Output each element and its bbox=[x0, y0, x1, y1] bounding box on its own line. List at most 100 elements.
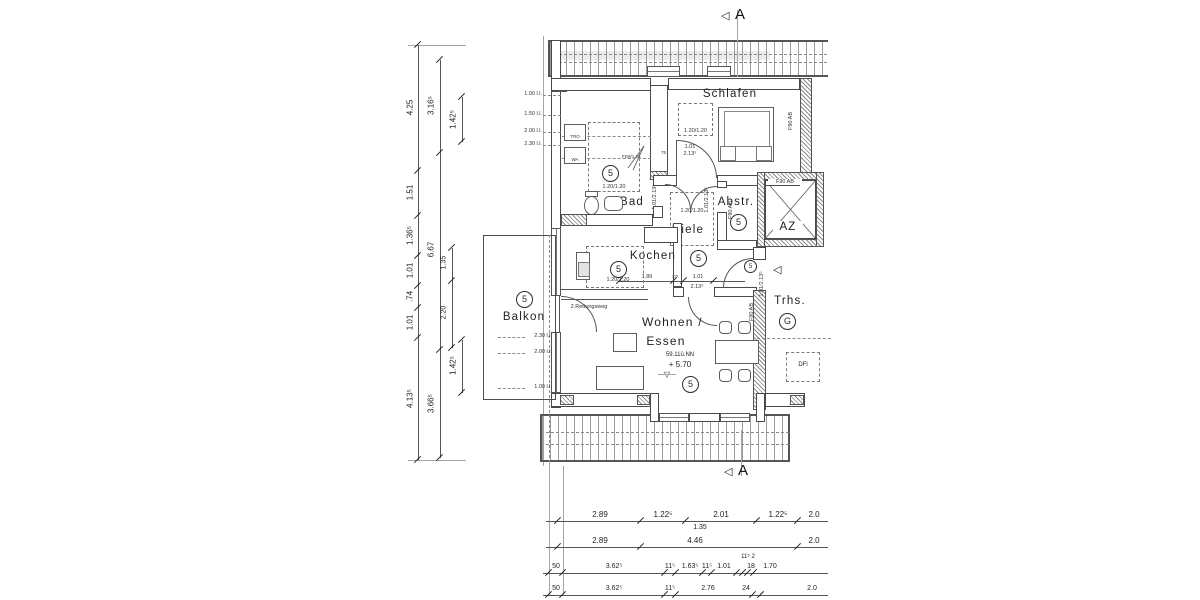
entry-direction-triangle-icon: ◁ bbox=[773, 264, 782, 276]
interior-dim-line bbox=[618, 281, 745, 282]
roof-dash-line bbox=[546, 444, 789, 445]
ext-line bbox=[563, 466, 564, 596]
floor-drain-label: FD9/1.35 bbox=[622, 154, 641, 159]
height-line-left-4: 2.30 l.l. bbox=[524, 141, 542, 147]
unit-number-circle-entry: 5 bbox=[744, 260, 757, 273]
fridge bbox=[576, 252, 590, 280]
room-label-balkon: Balkon bbox=[502, 311, 546, 323]
unit-number-circle-bad: 5 bbox=[602, 165, 619, 182]
height-line-balkon-3: 1.00 l.l. bbox=[534, 384, 552, 390]
roof-dash-line bbox=[546, 432, 789, 433]
height-line-balkon-2: 2.00 l.l. bbox=[534, 349, 552, 355]
couch bbox=[596, 366, 644, 390]
toilet bbox=[584, 196, 599, 215]
window-top-1 bbox=[647, 66, 680, 77]
scan-smudge bbox=[560, 51, 770, 60]
wohnen-door-width: 1.01 bbox=[692, 274, 704, 280]
wall-diele-south-right bbox=[714, 287, 757, 297]
dim-label: 18 bbox=[747, 563, 755, 570]
dim-label: 50 bbox=[552, 585, 560, 592]
window-glass-line bbox=[721, 417, 749, 419]
skylight-diele bbox=[670, 192, 714, 246]
dim-label: 2.0 bbox=[808, 536, 820, 545]
dim-chain-3-line-top bbox=[462, 97, 463, 142]
dim-label: 11⁵ bbox=[701, 563, 713, 570]
nightstand-right bbox=[756, 146, 772, 161]
unit-number-circle-diele: 5 bbox=[690, 250, 707, 267]
duct-shaft-box bbox=[650, 85, 668, 180]
axis-line bbox=[562, 158, 651, 159]
bed bbox=[718, 107, 774, 162]
section-letter-top: A bbox=[735, 6, 747, 23]
ext-line bbox=[408, 460, 466, 461]
wall-bad-south-hatch bbox=[561, 214, 587, 226]
dim-label: 1.51 bbox=[405, 184, 415, 201]
height-dash bbox=[498, 388, 525, 389]
level-marker-line bbox=[658, 374, 676, 375]
dim-label: 2.20 bbox=[440, 305, 448, 320]
section-triangle-bottom-icon: ◁ bbox=[724, 466, 733, 478]
ext-line bbox=[408, 45, 466, 46]
wall-bottom-hatch-2 bbox=[637, 395, 650, 405]
dim-label: 3.66⁵ bbox=[426, 394, 436, 413]
window-glass-line bbox=[660, 417, 688, 419]
balcony-window-lower bbox=[551, 332, 561, 393]
balcony-roof-projection bbox=[549, 235, 550, 528]
section-line-top bbox=[737, 10, 738, 77]
stair-letter-circle: G bbox=[779, 313, 796, 330]
height-dash bbox=[498, 353, 525, 354]
skylight-schlafen bbox=[678, 103, 713, 136]
dim-label-sub: 1.35 bbox=[693, 524, 707, 531]
skylight-size-label: 1.20/1.20 bbox=[602, 184, 626, 190]
wall-top-bad bbox=[551, 78, 651, 91]
roof-band-top bbox=[548, 40, 828, 77]
washer-box: WA bbox=[564, 147, 586, 164]
dim-label: 6.67 bbox=[426, 241, 436, 258]
dim-label: 50 bbox=[552, 563, 560, 570]
dfl-label: DFl bbox=[798, 362, 808, 368]
az-wall-bottom bbox=[757, 239, 824, 247]
dryer-label: TRO bbox=[570, 134, 580, 139]
skylight-size-label: 1.20/1.20 bbox=[606, 277, 630, 283]
entrance-door-size: 1.01/2.13⁵ bbox=[759, 271, 765, 297]
balcony-outline bbox=[483, 235, 556, 400]
dim-chain-1-line bbox=[418, 45, 419, 460]
nightstand-left bbox=[720, 146, 736, 161]
chair bbox=[738, 321, 751, 334]
section-triangle-top-icon: ◁ bbox=[721, 10, 730, 22]
dormer-wall-left bbox=[650, 393, 659, 422]
dormer-pier bbox=[689, 413, 720, 422]
dim-chain-2-line bbox=[440, 60, 441, 458]
skylight-size-label: 1.20/1.20 bbox=[684, 128, 707, 134]
wall-segment-75: 75 bbox=[661, 150, 667, 155]
level-reference: 59.11ü.NN bbox=[665, 352, 695, 358]
chair bbox=[719, 321, 732, 334]
schlafen-door-width: 1.01 bbox=[684, 144, 696, 150]
dim-label: 1.70 bbox=[763, 563, 777, 570]
kitchen-counter bbox=[561, 289, 648, 300]
dim-chain-2b-line bbox=[452, 248, 453, 348]
dormer-window-1 bbox=[659, 413, 689, 422]
height-dash bbox=[498, 337, 525, 338]
height-line-balkon-1: 2.30 l.l. bbox=[534, 333, 552, 339]
dim-label: 1.01 bbox=[717, 563, 731, 570]
dim-row-2-line bbox=[546, 547, 828, 548]
balcony-door-leaf bbox=[559, 296, 560, 332]
room-label-wohnen-2: Essen bbox=[646, 334, 686, 348]
dim-label: 1.42⁵ bbox=[448, 110, 458, 129]
dining-table bbox=[715, 340, 759, 364]
level-value: + 5.70 bbox=[668, 360, 692, 369]
dim-chain-3-line-bottom bbox=[462, 340, 463, 393]
bed-inner bbox=[724, 111, 770, 147]
skylight-bad bbox=[588, 122, 640, 192]
wall-right-schlafen bbox=[800, 78, 812, 179]
dim-label: 2.89 bbox=[592, 536, 608, 545]
window-glass-line bbox=[648, 71, 679, 73]
dim-label: 11⁵ bbox=[664, 585, 676, 592]
dim-label: 24 bbox=[742, 585, 750, 592]
axis-line-trhs bbox=[757, 338, 831, 339]
section-line-bottom bbox=[741, 430, 742, 476]
wall-abstr-south bbox=[717, 240, 757, 250]
f90-label-az: F90 AB bbox=[768, 179, 802, 185]
ext-line bbox=[549, 462, 550, 596]
